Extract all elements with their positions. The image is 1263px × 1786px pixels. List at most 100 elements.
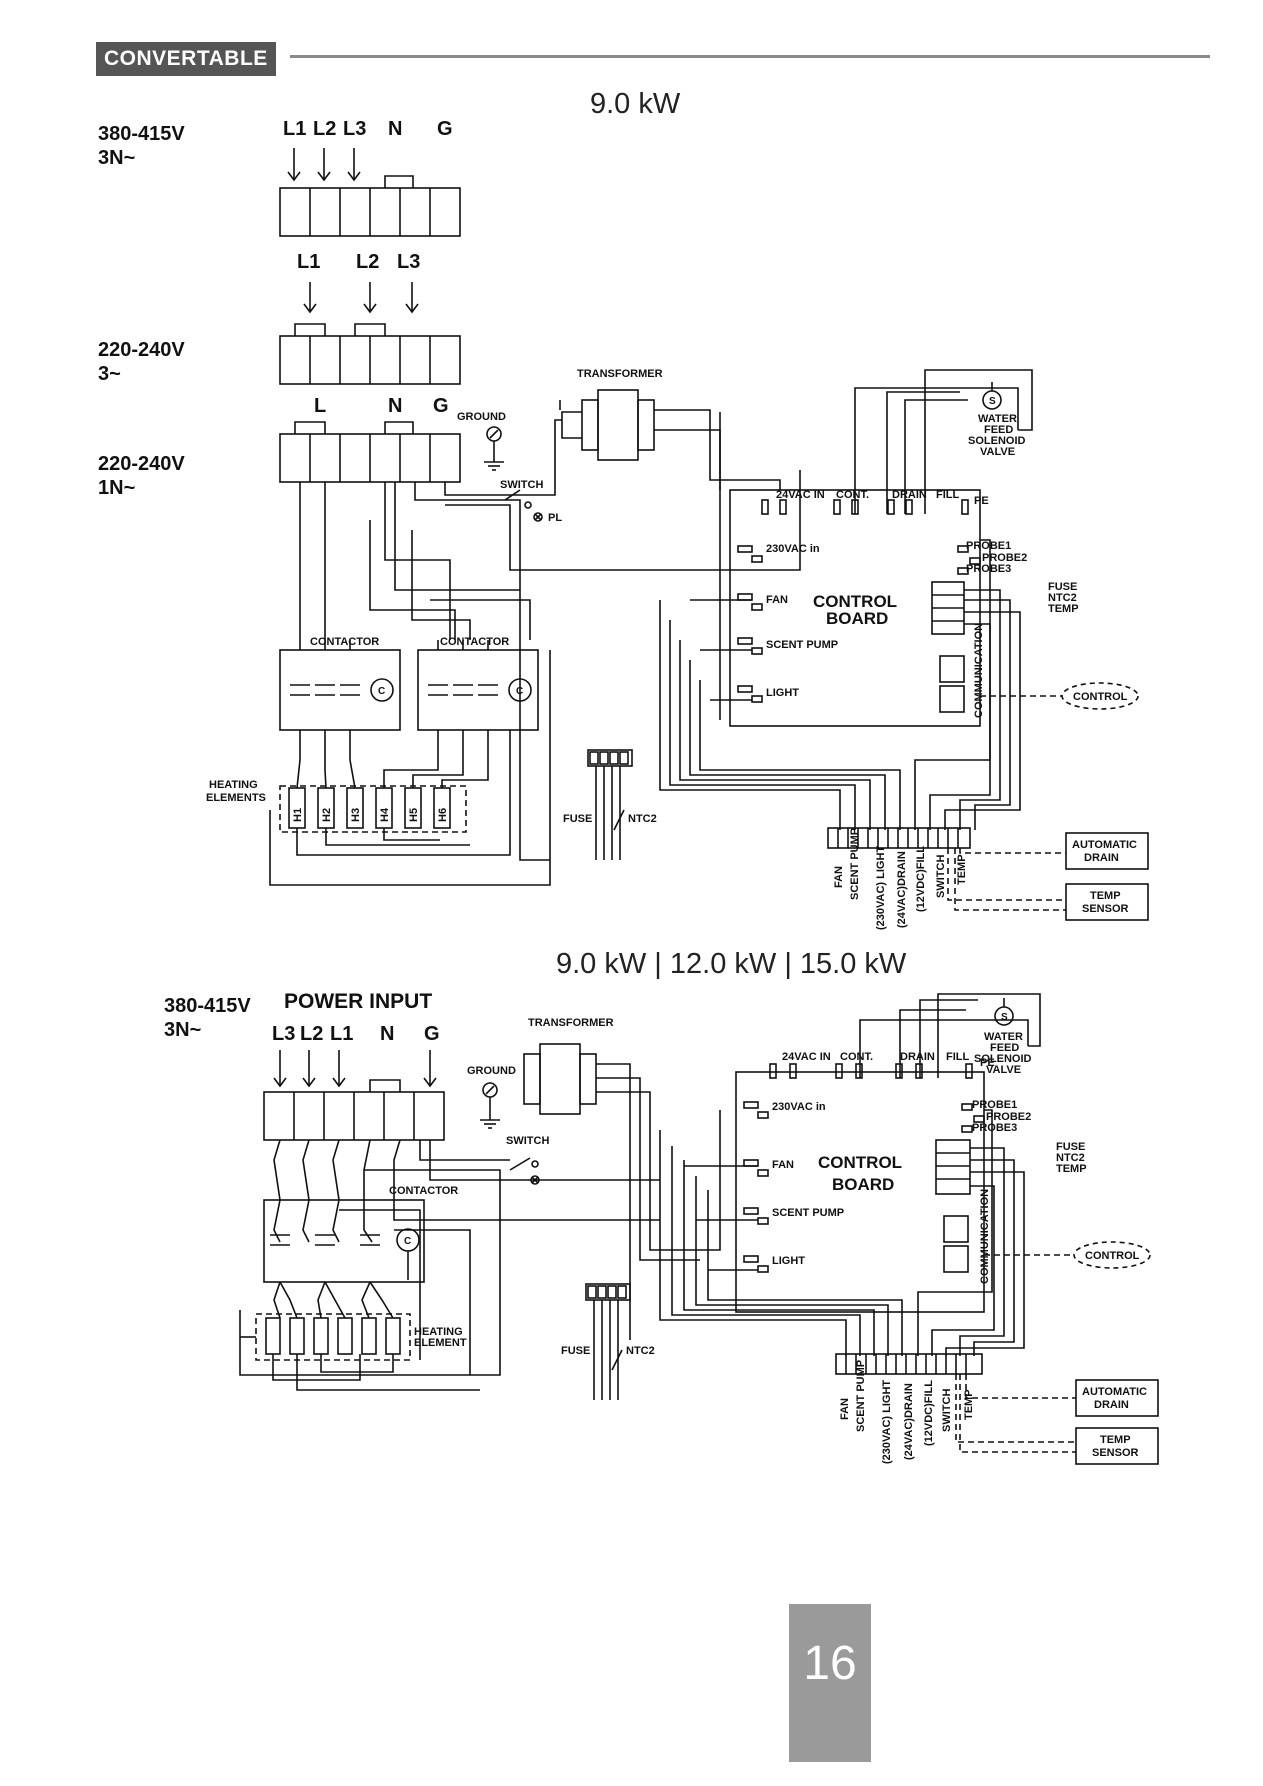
- d1-bottom-fill: (12VDC)FILL: [915, 846, 927, 912]
- d2-term-g: G: [424, 1023, 440, 1045]
- d2-bottom-fill: (12VDC)FILL: [923, 1380, 935, 1446]
- d2-transformer-label: TRANSFORMER: [528, 1017, 614, 1029]
- d1-switch-label: SWITCH: [500, 479, 543, 491]
- d2-bottom-temp: TEMP: [963, 1389, 975, 1420]
- d1-contactor-1-label: CONTACTOR: [310, 636, 379, 648]
- d1-term-l3: L3: [343, 118, 366, 140]
- d1-temp-sensor-2: SENSOR: [1082, 903, 1129, 915]
- d2-bottom-scent: SCENT PUMP: [855, 1360, 867, 1432]
- d2-scent-pump-label: SCENT PUMP: [772, 1207, 844, 1219]
- d2-solenoid-symbol: S: [1001, 1012, 1008, 1023]
- d1-term-g: G: [437, 118, 453, 140]
- d1-probe2: PROBE2: [982, 552, 1027, 564]
- d1-scent-pump-label: SCENT PUMP: [766, 639, 838, 651]
- d2-ntc2-lbl: NTC2: [1056, 1152, 1085, 1164]
- d1-bottom-light: (230VAC) LIGHT: [875, 846, 887, 930]
- d1-bottom-switch: SWITCH: [935, 855, 947, 898]
- d1-ntc2-lbl: NTC2: [1048, 592, 1077, 604]
- section-tag: CONVERTABLE: [96, 42, 276, 76]
- d1-bottom-fan: FAN: [833, 866, 845, 888]
- d1-terminal-labels: L1 L2 L3 N G L1 L2 L3 L N G: [283, 118, 453, 417]
- d1-ground-label: GROUND: [457, 411, 506, 423]
- d2-term-l2: L2: [300, 1023, 323, 1045]
- d1-heater-h6: H6: [437, 808, 449, 822]
- d2-probe3: PROBE3: [972, 1122, 1017, 1134]
- d1-ntc2-label: NTC2: [628, 813, 657, 825]
- d2-ground-label: GROUND: [467, 1065, 516, 1077]
- d1-light-label: LIGHT: [766, 687, 799, 699]
- d2-board-label-1: CONTROL: [818, 1153, 902, 1172]
- d2-port-fill: FILL: [946, 1051, 969, 1063]
- d1-board-label-2: BOARD: [826, 609, 888, 628]
- d2-heating-label-2: ELEMENT: [414, 1337, 467, 1349]
- d1-bottom-drain: (24VAC)DRAIN: [896, 851, 908, 928]
- diagram1-title: 9.0 kW: [590, 88, 681, 120]
- d2-probe1: PROBE1: [972, 1099, 1017, 1111]
- d2-water-3: SOLENOID: [974, 1053, 1032, 1065]
- d1-heater-h2: H2: [321, 808, 333, 822]
- page-number-badge: [789, 1604, 871, 1762]
- header-rule: [290, 55, 1210, 58]
- d2-temp-sensor-1: TEMP: [1100, 1434, 1131, 1446]
- d1-board-label-1: CONTROL: [813, 592, 897, 611]
- d2-term-l3: L3: [272, 1023, 295, 1045]
- d1-bottom-temp: TEMP: [956, 854, 968, 885]
- d1-230vac-label: 230VAC in: [766, 543, 820, 555]
- d1-port-fill: FILL: [936, 489, 959, 501]
- d2-switch-label: SWITCH: [506, 1135, 549, 1147]
- d2-port-drain: DRAIN: [900, 1051, 935, 1063]
- d1-temp-lbl: TEMP: [1048, 603, 1079, 615]
- d2-communication-label: COMMUNICATION: [979, 1189, 991, 1284]
- d2-auto-drain-2: DRAIN: [1094, 1399, 1129, 1411]
- d2-port-pe: PE: [980, 1057, 995, 1069]
- d2-ntc2-label: NTC2: [626, 1345, 655, 1357]
- d1-port-drain: DRAIN: [892, 489, 927, 501]
- d1-mid-l1: L1: [297, 251, 320, 273]
- d1-term-n: N: [388, 118, 402, 140]
- d1-fuse-label: FUSE: [563, 813, 592, 825]
- page-number: 16: [803, 1637, 857, 1690]
- d2-water-1: WATER: [984, 1031, 1023, 1043]
- wiring-diagram-1: L1 L2 L3 N G L1 L2 L3 L N G GROUND SWITC…: [206, 118, 1149, 930]
- d2-power-input-label: POWER INPUT: [284, 990, 433, 1013]
- d1-mid-l2: L2: [356, 251, 379, 273]
- d2-bottom-fan: FAN: [839, 1398, 851, 1420]
- d1-term-l2: L2: [313, 118, 336, 140]
- d1-communication-label: COMMUNICATION: [973, 623, 985, 718]
- d2-bottom-switch: SWITCH: [941, 1389, 953, 1432]
- d1-port-cont: CONT.: [836, 489, 869, 501]
- d2-port-24vac: 24VAC IN: [782, 1051, 831, 1063]
- d1-mid-l3: L3: [397, 251, 420, 273]
- d1-auto-drain-2: DRAIN: [1084, 852, 1119, 864]
- d1-probe3: PROBE3: [966, 563, 1011, 575]
- d1-temp-sensor-1: TEMP: [1090, 890, 1121, 902]
- d1-water-2: FEED: [984, 424, 1013, 436]
- d1-coil-1: C: [378, 686, 385, 697]
- d1-pl-label: PL: [548, 512, 562, 524]
- d1-fuse-lbl: FUSE: [1048, 581, 1077, 593]
- d1-bottom-scent: SCENT PUMP: [849, 828, 861, 900]
- d2-water-2: FEED: [990, 1042, 1019, 1054]
- d1-probe1: PROBE1: [966, 540, 1011, 552]
- d1-transformer-label: TRANSFORMER: [577, 368, 663, 380]
- d1-term-l1: L1: [283, 118, 306, 140]
- d2-coil: C: [404, 1236, 411, 1247]
- d1-water-3: SOLENOID: [968, 435, 1026, 447]
- wiring-diagram-2: L3 L2 L1 N G GROUND SWITCH TRANSFORMER C…: [239, 993, 1159, 1465]
- d1-heating-label-1: HEATING: [209, 779, 258, 791]
- d2-port-cont: CONT.: [840, 1051, 873, 1063]
- d1-heater-h1: H1: [292, 808, 304, 822]
- d2-temp-sensor-2: SENSOR: [1092, 1447, 1139, 1459]
- d2-contactor-label: CONTACTOR: [389, 1185, 458, 1197]
- d1-port-24vac: 24VAC IN: [776, 489, 825, 501]
- d1-coil-2: C: [516, 686, 523, 697]
- d2-temp-lbl: TEMP: [1056, 1163, 1087, 1175]
- d2-bottom-drain: (24VAC)DRAIN: [903, 1383, 915, 1460]
- d2-board-label-2: BOARD: [832, 1175, 894, 1194]
- d2-probe2: PROBE2: [986, 1111, 1031, 1123]
- d1-bot-g: G: [433, 395, 449, 417]
